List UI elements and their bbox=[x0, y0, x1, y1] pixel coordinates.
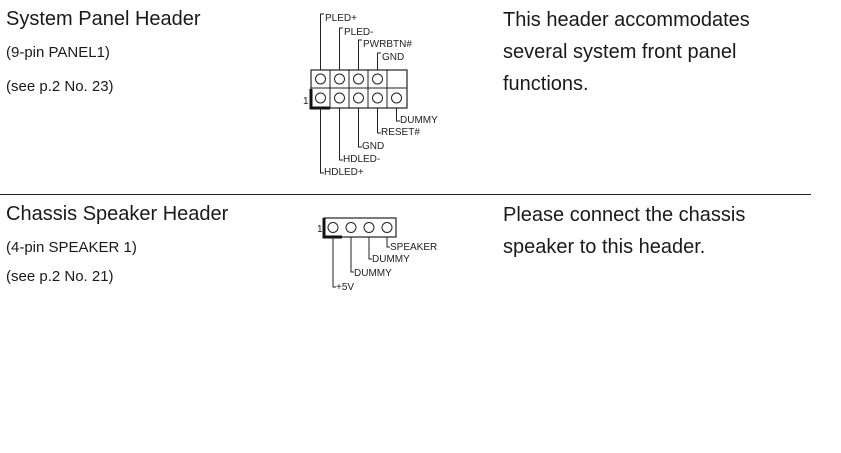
pin-label: GND bbox=[382, 52, 404, 63]
section-reference: (see p.2 No. 23) bbox=[6, 78, 114, 95]
pin-label: PLED+ bbox=[325, 13, 357, 24]
pin bbox=[353, 92, 364, 104]
description-line: speaker to this header. bbox=[503, 236, 706, 258]
pin bbox=[334, 92, 345, 104]
description-line: functions. bbox=[503, 73, 589, 95]
pin bbox=[391, 92, 402, 104]
pin bbox=[315, 92, 326, 104]
pin-label: DUMMY bbox=[372, 254, 410, 265]
pin bbox=[315, 73, 326, 85]
pin bbox=[327, 222, 339, 233]
pin-label: DUMMY bbox=[354, 268, 392, 279]
pin bbox=[381, 222, 393, 233]
section-description: This header accommodates several system … bbox=[503, 4, 750, 100]
pin-label: +5V bbox=[336, 282, 354, 293]
description-line: Please connect the chassis bbox=[503, 204, 746, 226]
section-divider bbox=[0, 194, 811, 195]
pin-one-corner bbox=[309, 89, 330, 110]
header-outline bbox=[310, 69, 408, 109]
section-subtitle: (9-pin PANEL1) bbox=[6, 44, 110, 61]
section-description: Please connect the chassis speaker to th… bbox=[503, 199, 745, 263]
speaker-header-diagram: 1 SPEAKER DUMMY DUMMY +5V bbox=[317, 217, 437, 293]
pin bbox=[345, 222, 357, 233]
pin-one-marker: 1 bbox=[317, 224, 323, 235]
pin bbox=[372, 73, 383, 85]
pin-one-corner bbox=[322, 218, 342, 239]
section-title: Chassis Speaker Header bbox=[6, 203, 229, 225]
pin bbox=[372, 92, 383, 104]
pin-label: RESET# bbox=[381, 127, 420, 138]
pin bbox=[334, 73, 345, 85]
pin-label: PLED- bbox=[344, 27, 373, 38]
pin-label: SPEAKER bbox=[390, 242, 437, 253]
pin-label: PWRBTN# bbox=[363, 39, 412, 50]
pin-label: HDLED- bbox=[343, 154, 380, 165]
section-reference: (see p.2 No. 21) bbox=[6, 268, 114, 285]
pin-label: HDLED+ bbox=[324, 167, 364, 178]
pin-one-marker: 1 bbox=[303, 96, 309, 107]
pin-label: DUMMY bbox=[400, 115, 438, 126]
description-line: This header accommodates bbox=[503, 9, 750, 31]
pin-label: GND bbox=[362, 141, 384, 152]
pin bbox=[353, 73, 364, 85]
section-title: System Panel Header bbox=[6, 8, 201, 30]
description-line: several system front panel bbox=[503, 41, 737, 63]
header-outline bbox=[323, 217, 397, 238]
pin bbox=[363, 222, 375, 233]
section-subtitle: (4-pin SPEAKER 1) bbox=[6, 239, 137, 256]
